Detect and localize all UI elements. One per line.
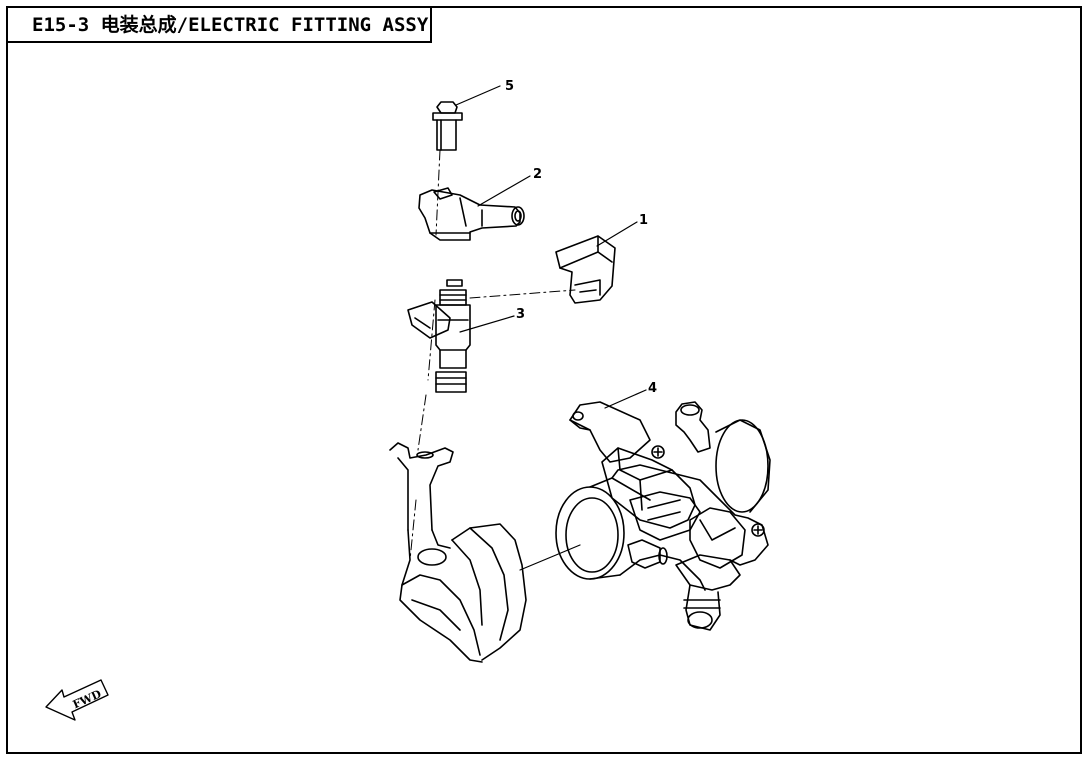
- fwd-arrow-icon: [45, 679, 109, 721]
- bolt-part: [432, 101, 463, 151]
- callout-2: 2: [533, 167, 542, 182]
- page-title: E15-3 电装总成/ELECTRIC FITTING ASSY: [32, 14, 429, 36]
- intake-manifold-part: [389, 442, 527, 663]
- title-box: E15-3 电装总成/ELECTRIC FITTING ASSY: [6, 6, 432, 43]
- callout-1: 1: [639, 213, 648, 228]
- clip-part: [555, 235, 616, 304]
- fwd-label: FWD: [71, 687, 104, 711]
- callout-3: 3: [516, 307, 525, 322]
- injector-cap-part: [418, 187, 525, 241]
- callout-5: 5: [505, 79, 514, 94]
- throttle-body-part: [555, 401, 771, 631]
- callout-4: 4: [648, 381, 657, 396]
- drawing-frame: [6, 6, 1082, 754]
- leader-lines: [455, 85, 647, 409]
- fuel-injector-part: [407, 279, 471, 393]
